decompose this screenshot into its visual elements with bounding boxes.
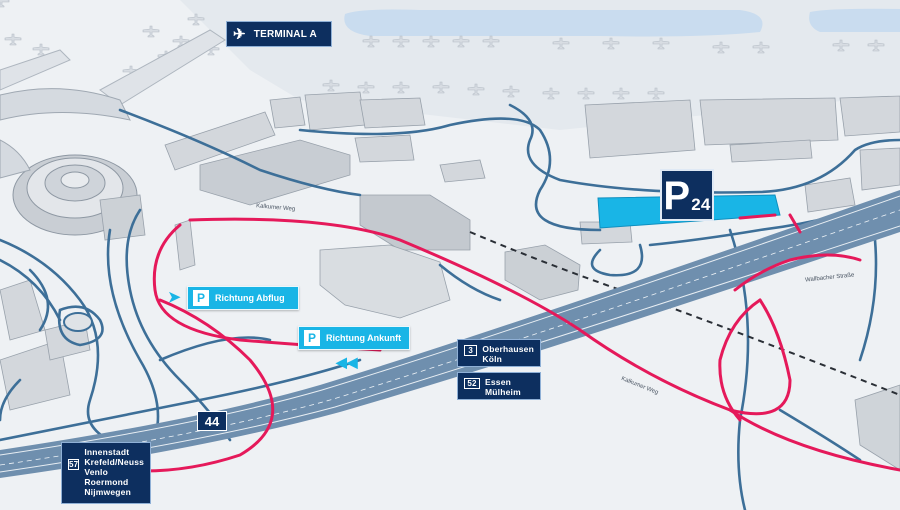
exit-destination: Venlo — [84, 467, 108, 477]
direction-sign-ankunft: P Richtung Ankunft — [298, 326, 410, 350]
exit-destination: Innenstadt — [84, 447, 130, 457]
exit-number: 3 — [464, 345, 478, 356]
airplane-icon: ✈ — [233, 25, 246, 43]
arrow-ankunft-icon: ◀◀ — [336, 354, 358, 370]
exit-number: 52 — [464, 378, 480, 389]
direction-sign-abflug: P Richtung Abflug — [187, 286, 299, 310]
terminal-a-sign: ✈ TERMINAL A — [226, 21, 332, 47]
direction-label-ankunft: Richtung Ankunft — [326, 333, 402, 343]
water-area — [344, 9, 763, 37]
exit-destination: Oberhausen — [482, 344, 534, 354]
exit-sign-57: 57 Innenstadt Krefeld/Neuss Venlo Roermo… — [61, 442, 151, 504]
parking-p24-sign: P 24 — [660, 169, 714, 221]
exit-destination: Mülheim — [485, 387, 521, 397]
exit-destination: Essen — [485, 377, 512, 387]
terminal-label: TERMINAL A — [253, 28, 317, 40]
exit-destination: Krefeld/Neuss — [84, 457, 145, 467]
parking-letter: P — [663, 174, 691, 218]
parking-garage-round — [12, 154, 138, 236]
exit-sign-3: 3 Oberhausen Köln — [457, 339, 541, 367]
arrow-abflug-icon: ➤ — [168, 289, 181, 306]
parking-icon: P — [304, 330, 320, 346]
parking-icon: P — [193, 290, 209, 306]
exit-destination: Nijmwegen — [84, 487, 131, 497]
direction-label-abflug: Richtung Abflug — [215, 293, 285, 303]
exit-destination: Köln — [482, 354, 503, 364]
exit-destination: Roermond — [84, 477, 129, 487]
exit-number: 57 — [68, 459, 80, 470]
autobahn-a44-shield: 44 — [197, 411, 227, 431]
exit-sign-52: 52 Essen Mülheim — [457, 372, 541, 400]
parking-number: 24 — [691, 195, 711, 214]
aircraft-group — [0, 0, 885, 100]
